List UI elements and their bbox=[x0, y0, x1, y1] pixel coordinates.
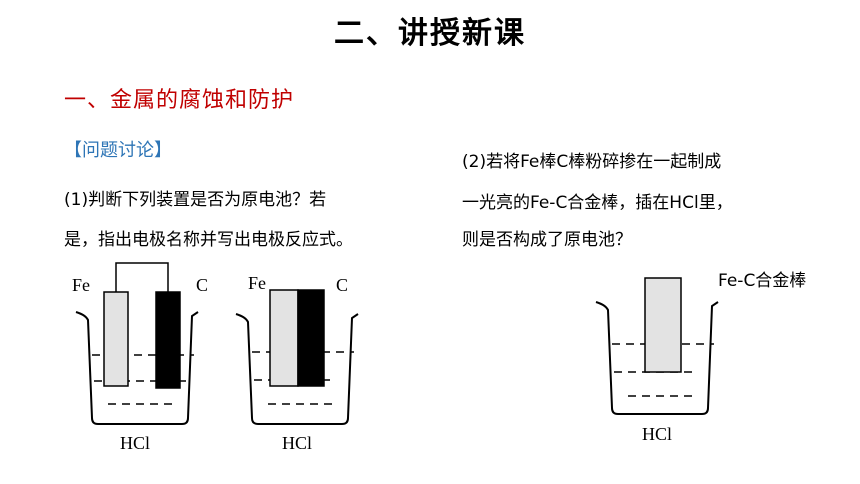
apparatus3-rod-label: Fe-C合金棒 bbox=[718, 271, 807, 291]
apparatus1-fe-label: Fe bbox=[72, 275, 90, 295]
question1-line2: 是，指出电极名称并写出电极反应式。 bbox=[64, 230, 353, 250]
apparatus1-solution-label: HCl bbox=[120, 433, 151, 453]
beaker-outline bbox=[595, 301, 719, 415]
fe-c-alloy-rod bbox=[644, 277, 682, 373]
question2-line2: 一光亮的Fe-C合金棒，插在HCl里， bbox=[462, 193, 733, 213]
apparatus2-solution-label: HCl bbox=[282, 433, 313, 453]
discussion-label: 【问题讨论】 bbox=[64, 140, 172, 161]
question2-line3: 则是否构成了原电池？ bbox=[462, 230, 632, 250]
section-heading: 一、金属的腐蚀和防护 bbox=[64, 88, 295, 113]
carbon-electrode bbox=[155, 291, 181, 389]
beaker-outline bbox=[235, 313, 359, 425]
question1-line1: (1)判断下列装置是否为原电池？若 bbox=[64, 190, 327, 210]
apparatus3-solution-label: HCl bbox=[642, 424, 673, 444]
connecting-wire bbox=[115, 262, 169, 292]
apparatus2-fe-label: Fe bbox=[248, 273, 266, 293]
apparatus1-c-label: C bbox=[196, 275, 209, 295]
apparatus2-c-label: C bbox=[336, 275, 349, 295]
question2-line1: (2)若将Fe棒C棒粉碎掺在一起制成 bbox=[462, 152, 722, 172]
beaker-outline bbox=[75, 311, 199, 425]
carbon-electrode bbox=[297, 289, 325, 387]
page-title: 二、讲授新课 bbox=[334, 16, 526, 51]
iron-electrode bbox=[103, 291, 129, 387]
